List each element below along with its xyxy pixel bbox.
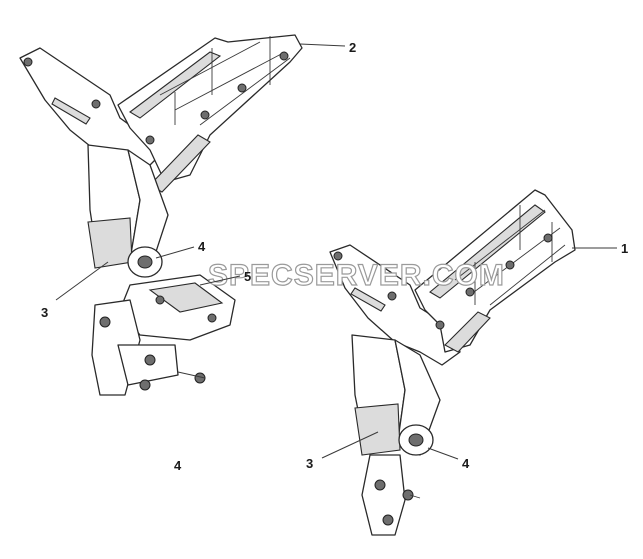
callout-3-right: 3	[306, 456, 313, 471]
right-rail-slot-upper	[429, 204, 546, 299]
watermark-text: SPECSERVER.COM	[208, 259, 505, 292]
left-bushing-block	[87, 217, 133, 269]
leader-lines	[55, 43, 617, 460]
leader-4-left	[155, 246, 195, 259]
left-bolt-b	[91, 99, 101, 109]
callout-4-right: 4	[462, 456, 470, 471]
callout-4-left: 4	[198, 239, 206, 254]
left-bolt-c	[145, 135, 155, 145]
leader-5	[199, 275, 241, 286]
left-bolt-a	[23, 57, 33, 67]
leader-3-left	[55, 261, 109, 301]
callout-2: 2	[349, 40, 356, 55]
leader-3-right	[321, 431, 379, 459]
callout-5: 5	[244, 269, 251, 284]
leader-4-right	[427, 447, 459, 460]
left-arm-slot	[51, 97, 91, 125]
callout-1: 1	[621, 241, 628, 256]
callout-4-bottom: 4	[174, 458, 182, 473]
left-rail-slot-upper	[129, 51, 222, 119]
right-bracket-assembly	[329, 189, 576, 536]
left-bolt-d	[200, 110, 210, 120]
right-rail-slot-lower	[444, 311, 491, 353]
leader-2	[299, 43, 346, 47]
right-lower-clamp	[361, 454, 406, 536]
right-bushing-block	[354, 403, 401, 456]
right-arm-plate	[329, 244, 461, 366]
left-bolt-f	[279, 51, 289, 61]
left-bolt-e	[237, 83, 247, 93]
callout-3-left: 3	[41, 305, 48, 320]
left-bracket-assembly	[19, 34, 303, 396]
left-rail-frame	[117, 34, 303, 183]
